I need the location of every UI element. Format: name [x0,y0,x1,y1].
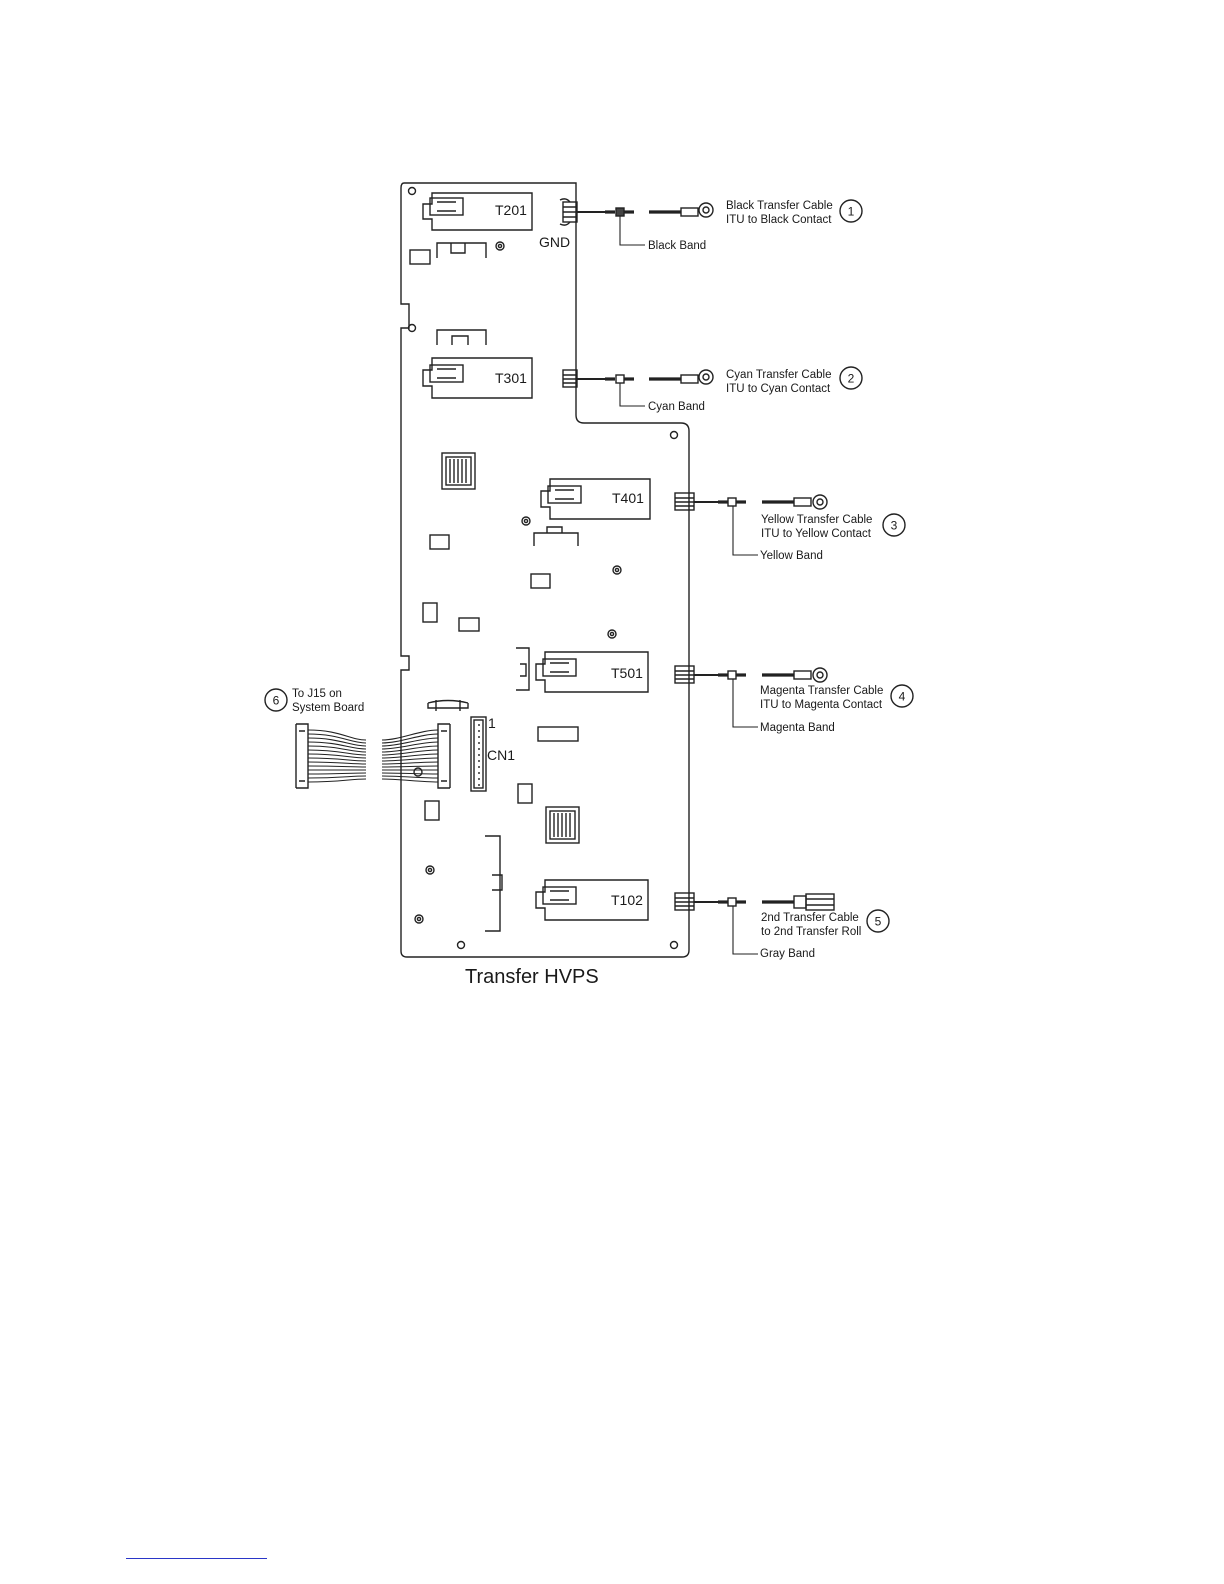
ref-circle-2 [839,366,863,390]
cable-5-line2: to 2nd Transfer Roll [761,926,861,938]
gnd-label: GND [539,234,570,250]
ref-circle-5 [866,909,890,933]
cable-2-band: Cyan Band [648,401,705,413]
cable-5-line1: 2nd Transfer Cable [761,912,859,924]
heatsink-lower [545,806,580,844]
ref-number-6: 6 [273,694,280,708]
ref-circle-1 [839,199,863,223]
transformer-t102 [535,879,649,921]
cable-3-line1: Yellow Transfer Cable [761,514,872,526]
transformer-t401 [540,478,651,520]
heatsink-upper [441,452,476,490]
cable-black [559,198,714,246]
transformer-label-t201: T201 [495,202,527,218]
cable-4-line2: ITU to Magenta Contact [760,699,883,711]
harness-line1: To J15 on [292,688,342,700]
connector-cn1 [470,716,487,792]
cable-4-line1: Magenta Transfer Cable [760,685,883,697]
cable-yellow [674,492,828,556]
ref-circle-4 [890,684,914,708]
cable-1-band: Black Band [648,240,706,252]
cable-1-line2: ITU to Black Contact [726,214,832,226]
transformer-t301 [422,357,533,399]
cable-1-line1: Black Transfer Cable [726,200,833,212]
cable-3-band: Yellow Band [760,550,823,562]
transformer-label-t301: T301 [495,370,527,386]
cable-cyan [562,369,714,407]
harness-line2: System Board [292,702,364,714]
cable-4-band: Magenta Band [760,722,835,734]
board-outline [400,182,690,958]
ref-number-4: 4 [899,690,906,704]
transformer-label-t501: T501 [611,665,643,681]
ref-number-1: 1 [848,205,855,219]
wire-harness [295,723,451,789]
cable-2-line2: ITU to Cyan Contact [726,383,831,395]
ref-number-2: 2 [848,372,855,386]
connector-label: CN1 [487,747,515,763]
transformer-t501 [535,651,649,693]
footer-rule [126,1558,267,1559]
cable-2-line1: Cyan Transfer Cable [726,369,831,381]
mounting-holes [407,186,679,950]
ref-circle-6 [264,688,288,712]
components [422,534,579,821]
board-title: Transfer HVPS [465,966,599,988]
transformer-label-t401: T401 [612,490,644,506]
cable-gray [674,892,835,955]
ref-number-5: 5 [875,915,882,929]
ref-number-3: 3 [891,519,898,533]
ref-circle-3 [882,513,906,537]
cable-5-band: Gray Band [760,948,815,960]
screws [414,241,622,924]
cable-3-line2: ITU to Yellow Contact [761,528,872,540]
connector-pin-label: 1 [488,715,496,731]
transformer-t201 [422,192,533,231]
transformer-label-t102: T102 [611,892,643,908]
cable-magenta [674,665,828,728]
